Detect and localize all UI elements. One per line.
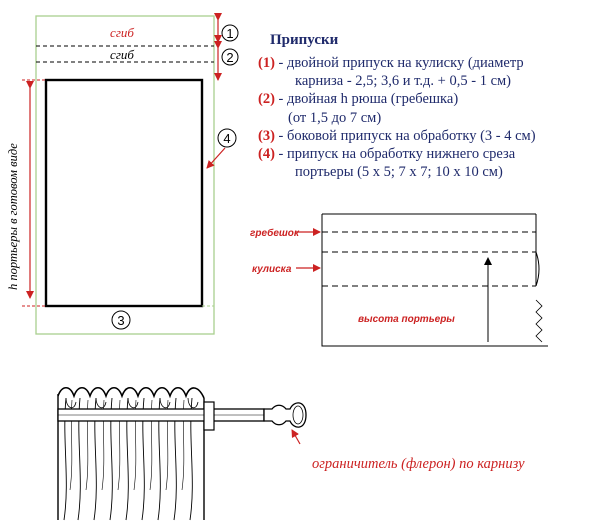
marker-3-label: 3 <box>117 313 124 328</box>
marker-2-circle <box>221 48 239 66</box>
fold-label-top: сгиб <box>110 25 134 40</box>
marker-3-circle <box>111 310 131 330</box>
legend: (1) - двойной припуск на кулиску (диамет… <box>258 54 598 181</box>
legend-item-3: (3) - боковой припуск на обработку (3 - … <box>258 127 598 145</box>
legend-item-2-text: - двойная h рюша (гребешка) <box>274 91 459 108</box>
rod-finial-illustration <box>57 386 307 521</box>
marker-1-label: 1 <box>226 26 233 41</box>
finished-curtain <box>44 78 204 308</box>
legend-item-1-num: (1) <box>258 55 275 71</box>
legend-item-4-cont: портьеры (5 x 5; 7 x 7; 10 x 10 см) <box>295 164 503 181</box>
rod-channel-detail <box>296 213 548 347</box>
fabric-layout <box>22 13 239 335</box>
legend-item-2-num: (2) <box>258 91 275 108</box>
marker-1-circle <box>221 24 239 42</box>
legend-item-1: (1) - двойной припуск на кулиску (диамет… <box>258 54 598 72</box>
height-vertical-label: h портьеры в готовом виде <box>6 143 20 290</box>
legend-item-4-text: - припуск на обработку нижнего среза <box>274 146 516 163</box>
legend-title: Припуски <box>270 32 339 48</box>
allowance-outline <box>35 15 215 335</box>
crest-label: гребешок <box>250 227 300 239</box>
height-label: высота портьеры <box>358 314 455 325</box>
channel-label: кулиска <box>252 264 292 275</box>
legend-item-3-num: (3) <box>258 127 275 144</box>
legend-item-3-text: - боковой припуск на обработку (3 - 4 см… <box>274 127 536 144</box>
marker-2-label: 2 <box>226 50 233 65</box>
marker-4-circle <box>217 128 237 148</box>
legend-item-2-cont: (от 1,5 до 7 см) <box>288 109 382 126</box>
legend-item-1-cont: карниза - 2,5; 3,6 и т.д. + 0,5 - 1 см) <box>295 73 512 90</box>
marker-4-arrow <box>206 147 226 169</box>
marker-4-label: 4 <box>223 131 230 146</box>
fold-label-second: сгиб <box>110 47 134 62</box>
legend-item-1-text: - двойной припуск на кулиску (диаметр <box>274 55 524 71</box>
finial-arrow <box>291 429 301 445</box>
legend-item-4-num: (4) <box>258 146 275 163</box>
finial-label: ограничитель (флерон) по карнизу <box>312 456 525 472</box>
legend-item-4: (4) - припуск на обработку нижнего среза <box>258 145 598 163</box>
legend-item-2: (2) - двойная h рюша (гребешка) <box>258 90 598 108</box>
